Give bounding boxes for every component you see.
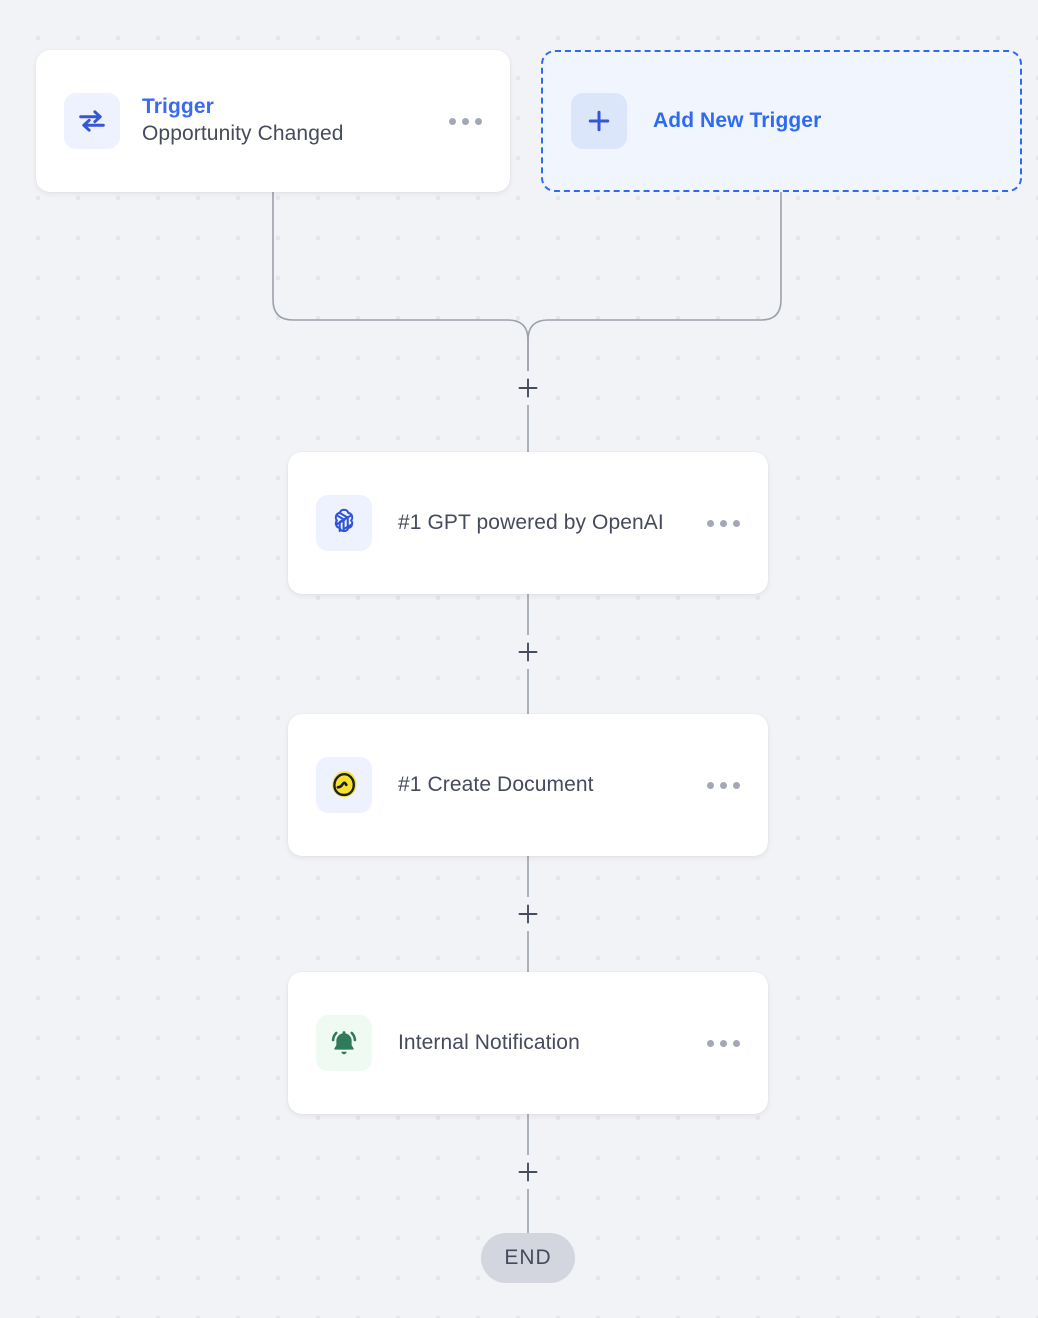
- step-card-gpt-text: #1 GPT powered by OpenAI: [398, 510, 681, 537]
- add-step-button-after-gpt[interactable]: [511, 635, 545, 669]
- bell-icon: [316, 1015, 372, 1071]
- trigger-kicker: Trigger: [142, 95, 214, 119]
- step-card-gpt-menu-icon[interactable]: [707, 519, 740, 527]
- pandadoc-logo-icon: [316, 757, 372, 813]
- trigger-card-text: Trigger Opportunity Changed: [142, 94, 427, 147]
- trigger-card-menu-icon[interactable]: [449, 117, 482, 125]
- step-card-internal-notification[interactable]: Internal Notification: [288, 972, 768, 1114]
- exchange-arrows-icon: [64, 93, 120, 149]
- step-card-internal-notification-text: Internal Notification: [398, 1030, 681, 1057]
- add-new-trigger-card[interactable]: Add New Trigger: [541, 50, 1022, 192]
- add-new-trigger-label: Add New Trigger: [653, 109, 822, 132]
- trigger-title: Opportunity Changed: [142, 121, 344, 145]
- step-card-gpt-title: #1 GPT powered by OpenAI: [398, 510, 664, 534]
- add-step-button-after-internal-notification[interactable]: [511, 1155, 545, 1189]
- step-card-gpt[interactable]: #1 GPT powered by OpenAI: [288, 452, 768, 594]
- step-card-internal-notification-menu-icon[interactable]: [707, 1039, 740, 1047]
- plus-icon: [571, 93, 627, 149]
- add-step-button-after-create-document[interactable]: [511, 897, 545, 931]
- step-card-create-document[interactable]: #1 Create Document: [288, 714, 768, 856]
- step-card-create-document-title: #1 Create Document: [398, 772, 594, 796]
- trigger-card[interactable]: Trigger Opportunity Changed: [36, 50, 510, 192]
- end-node: END: [481, 1233, 575, 1283]
- openai-logo-icon: [316, 495, 372, 551]
- add-step-button-after-triggers[interactable]: [511, 371, 545, 405]
- step-card-create-document-text: #1 Create Document: [398, 772, 681, 799]
- step-card-internal-notification-title: Internal Notification: [398, 1030, 580, 1054]
- step-card-create-document-menu-icon[interactable]: [707, 781, 740, 789]
